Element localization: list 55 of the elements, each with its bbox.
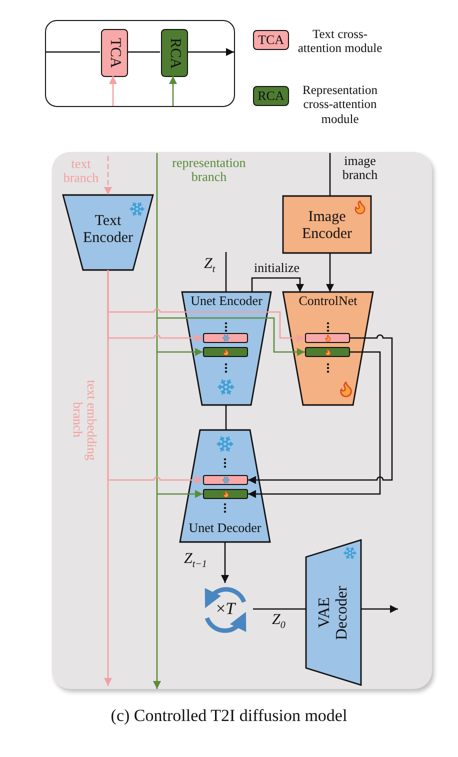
arrow (326, 253, 334, 292)
arrow (157, 317, 305, 356)
attention-block (203, 489, 248, 499)
connector-line (45, 51, 100, 53)
key-description: Representation cross-attention module (302, 83, 378, 126)
connector-line (225, 405, 227, 430)
edge-label: Z$_{0}$ (272, 612, 286, 631)
edge-label: text branch (62, 157, 100, 186)
edge-label: Z$_{t}$ (204, 256, 216, 275)
arrow (153, 153, 161, 689)
arrow (361, 605, 398, 613)
panel-background (52, 152, 432, 689)
attention-block (305, 347, 350, 357)
connector-line (225, 252, 227, 292)
controlnet-trapezoid (283, 292, 373, 405)
edge-label: Z$_{t−1}$ (184, 551, 207, 570)
repeat-count: ×T (216, 599, 236, 619)
node-label: Unet Decoder (188, 521, 262, 536)
caption: (c) Controlled T2I diffusion model (110, 706, 348, 726)
attention-module-box: TCA (101, 29, 128, 77)
arrow (248, 334, 393, 484)
node-label: Unet Encoder (190, 294, 264, 308)
node-label: Text Encoder (82, 213, 134, 246)
arrow (251, 277, 304, 292)
arrow (104, 156, 112, 195)
arrow (187, 48, 234, 56)
connector-line (127, 51, 160, 53)
connector-line (253, 608, 306, 610)
attention-module-box: RCA (161, 29, 188, 77)
attention-block (203, 347, 248, 357)
arrow (109, 76, 117, 106)
decoder-trapezoid (180, 430, 270, 542)
node-label: VAE Decoder (316, 584, 352, 642)
attention-block (203, 475, 248, 485)
node-label: Image Encoder (301, 209, 353, 242)
decoder-trapezoid (306, 540, 361, 685)
edge-label: representation branch (171, 156, 247, 185)
node-label: ControlNet (298, 294, 358, 308)
attention-block (203, 333, 248, 343)
encoder-trapezoid (182, 292, 271, 405)
arrow (248, 351, 381, 498)
encoder-box (283, 196, 371, 253)
arrow (169, 76, 177, 106)
attention-block (305, 333, 350, 343)
key-description: Text cross-attention module (296, 27, 384, 56)
edge-label: text embedding branch (70, 378, 99, 462)
encoder-trapezoid (63, 195, 153, 270)
legend-frame (45, 20, 235, 107)
arrow (157, 348, 203, 356)
connector-line (329, 153, 331, 196)
arrow (107, 270, 203, 484)
edge-label: initialize (254, 261, 300, 276)
edge-label: image branch (341, 154, 379, 183)
arrow (221, 542, 229, 583)
arrow (157, 490, 203, 498)
